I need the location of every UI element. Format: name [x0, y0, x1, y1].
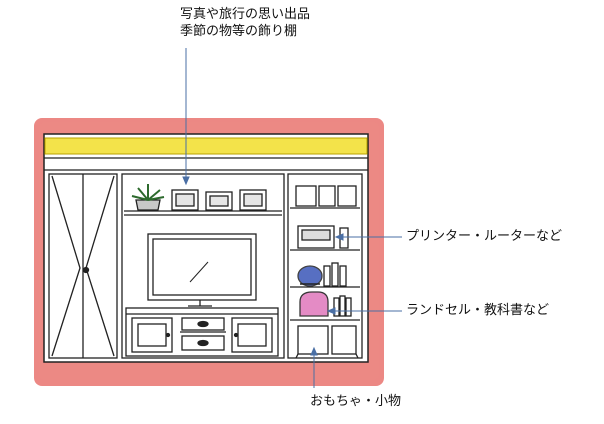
label-display-shelf-line1: 写真や旅行の思い出品	[180, 7, 311, 22]
tv-unit	[121, 173, 285, 359]
leader-lines	[182, 48, 402, 388]
label-printer: プリンター・ルーターなど	[406, 229, 563, 244]
label-display-shelf-line2: 季節の物等の飾り棚	[180, 24, 298, 39]
label-randoseru: ランドセル・教科書など	[406, 303, 550, 318]
label-display-shelf: 写真や旅行の思い出品 季節の物等の飾り棚	[180, 6, 310, 40]
closet-doors	[48, 173, 118, 359]
label-toys: おもちゃ・小物	[310, 394, 402, 409]
ceiling-light	[44, 137, 368, 155]
